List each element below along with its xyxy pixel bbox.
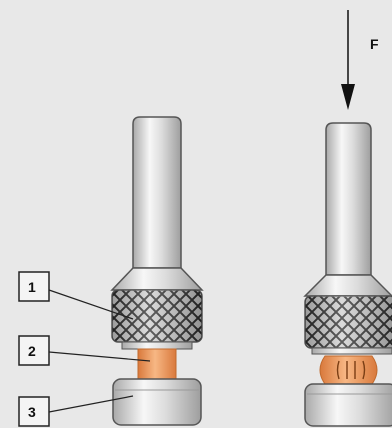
right-shoulder <box>303 274 392 297</box>
left-copper-specimen <box>137 348 177 380</box>
callout-2-label: 2 <box>28 343 36 359</box>
left-collar-base <box>121 341 193 350</box>
left-plunger-rod <box>132 116 182 269</box>
callout-2-box <box>18 335 50 366</box>
left-shoulder <box>110 267 204 291</box>
right-specimen-bulge-marks <box>336 360 366 380</box>
right-anvil-base <box>304 383 392 427</box>
callout-1-leader <box>48 289 134 320</box>
callout-1-box <box>18 271 50 302</box>
callout-3-box <box>18 396 50 427</box>
right-collar-base <box>311 347 392 355</box>
callout-3-leader <box>48 395 134 413</box>
right-knurl-shading <box>305 296 392 348</box>
force-label: F <box>370 36 379 52</box>
callout-3: 3 <box>18 395 134 427</box>
right-plunger-rod <box>325 122 372 276</box>
left-anvil-base <box>112 378 202 426</box>
callout-1: 1 <box>18 271 134 320</box>
left-knurl-shading <box>112 290 202 342</box>
right-copper-specimen-compressed <box>319 355 378 385</box>
callout-3-label: 3 <box>28 404 36 420</box>
right-assembly: F <box>303 10 392 427</box>
callout-1-label: 1 <box>28 279 36 295</box>
callout-2-leader <box>48 351 151 362</box>
force-arrow-head <box>341 84 355 110</box>
callout-2: 2 <box>18 335 151 366</box>
left-assembly <box>110 116 204 426</box>
